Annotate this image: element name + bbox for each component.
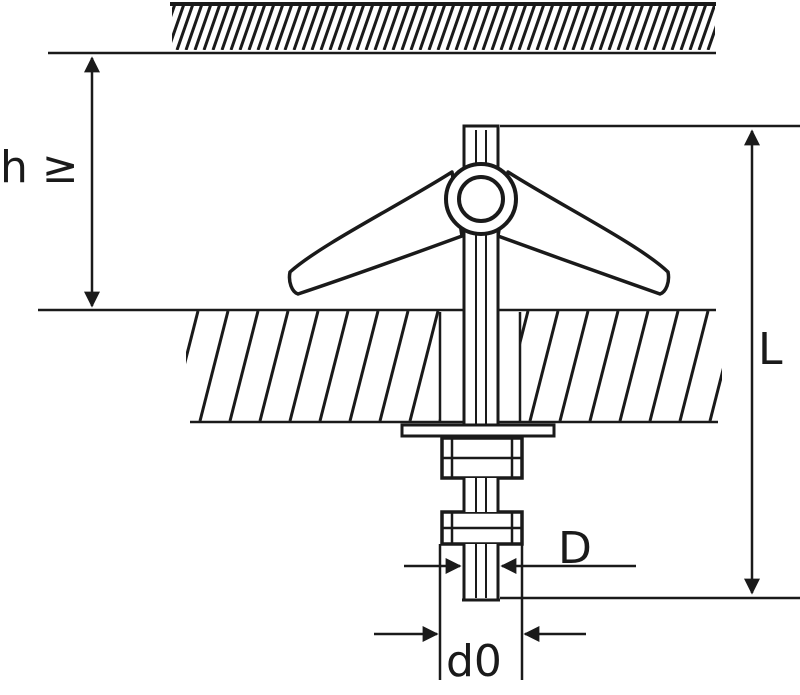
hatch-line (409, 4, 429, 50)
hatch-line (625, 4, 645, 50)
hatch-line (310, 4, 330, 50)
hatch-line (400, 4, 420, 50)
hatch-line (184, 4, 204, 50)
hatch-line (318, 311, 350, 421)
hatch-line (292, 4, 312, 50)
hatch-line (607, 4, 627, 50)
hatch-line (697, 4, 715, 50)
hatch-line (679, 4, 699, 50)
nut-upper (440, 436, 524, 480)
hatch-line (558, 311, 590, 421)
hatch-line (328, 4, 348, 50)
hatch-line (517, 4, 537, 50)
hatch-line (544, 4, 564, 50)
hatch-line (301, 4, 321, 50)
hatch-line (708, 367, 722, 421)
hatch-line (175, 4, 195, 50)
hatch-line (198, 311, 230, 421)
washer (400, 423, 556, 438)
hatch-line (193, 4, 213, 50)
hatch-line (726, 4, 742, 50)
hatch-line (319, 4, 339, 50)
nut-lower (440, 510, 524, 546)
hatch-line (436, 4, 456, 50)
hatch-line (520, 311, 530, 349)
hatch-line (553, 4, 573, 50)
hatch-line (580, 4, 600, 50)
hatch-line (472, 4, 492, 50)
hatch-line (648, 311, 680, 421)
hatch-line (454, 4, 474, 50)
hatch-line (283, 4, 303, 50)
hatch-line (172, 4, 177, 18)
hatch-line (499, 4, 519, 50)
hatch-line (337, 4, 357, 50)
hatch-line (661, 4, 681, 50)
label-D: D (558, 523, 592, 574)
hatch-line (418, 4, 438, 50)
hatch-line (228, 311, 260, 421)
hatch-line (258, 311, 290, 421)
hatch-line (288, 311, 320, 421)
hatch-line (717, 4, 733, 50)
hatch-line (634, 4, 654, 50)
hatch-line (643, 4, 663, 50)
hatch-line (378, 311, 410, 421)
hatch-line (616, 4, 636, 50)
hatch-line (256, 4, 276, 50)
hatch-line (238, 4, 258, 50)
hatch-line (427, 4, 447, 50)
hatch-line (445, 4, 465, 50)
hatch-line (150, 4, 166, 50)
ceiling (150, 2, 742, 50)
label-h: h ≥ (0, 142, 79, 193)
hatch-line (364, 4, 384, 50)
hatch-line (391, 4, 411, 50)
hatch-line (535, 4, 555, 50)
hatch-line (562, 4, 582, 50)
hatch-line (229, 4, 249, 50)
plate-section (186, 311, 722, 424)
hatch-line (186, 311, 200, 365)
hatch-line (355, 4, 375, 50)
hatch-line (508, 4, 528, 50)
pivot-hub (444, 162, 518, 236)
hatch-line (670, 4, 690, 50)
label-d0: d0 (446, 636, 502, 687)
hatch-line (211, 4, 231, 50)
hatch-line (274, 4, 294, 50)
hatch-line (172, 4, 186, 44)
hatch-line (373, 4, 393, 50)
hatch-line (265, 4, 285, 50)
hatch-line (618, 311, 650, 421)
hatch-line (652, 4, 672, 50)
hatch-line (678, 311, 710, 421)
hatch-line (528, 311, 560, 421)
hatch-line (588, 311, 620, 421)
hatch-line (247, 4, 267, 50)
hatch-line (408, 311, 440, 421)
hatch-line (589, 4, 609, 50)
hatch-line (202, 4, 222, 50)
bolt-shank-overlay (462, 478, 500, 602)
hatch-line (463, 4, 483, 50)
hatch-line (382, 4, 402, 50)
hatch-line (220, 4, 240, 50)
hatch-line (346, 4, 366, 50)
hatch-line (481, 4, 501, 50)
hatch-line (571, 4, 591, 50)
hatch-line (598, 4, 618, 50)
label-L: L (758, 324, 783, 375)
d0-dimension (374, 544, 586, 680)
hatch-line (688, 4, 708, 50)
toggle-wings (287, 170, 671, 296)
hatch-line (526, 4, 546, 50)
hatch-line (348, 311, 380, 421)
hatch-line (706, 25, 715, 50)
hatch-line (490, 4, 510, 50)
